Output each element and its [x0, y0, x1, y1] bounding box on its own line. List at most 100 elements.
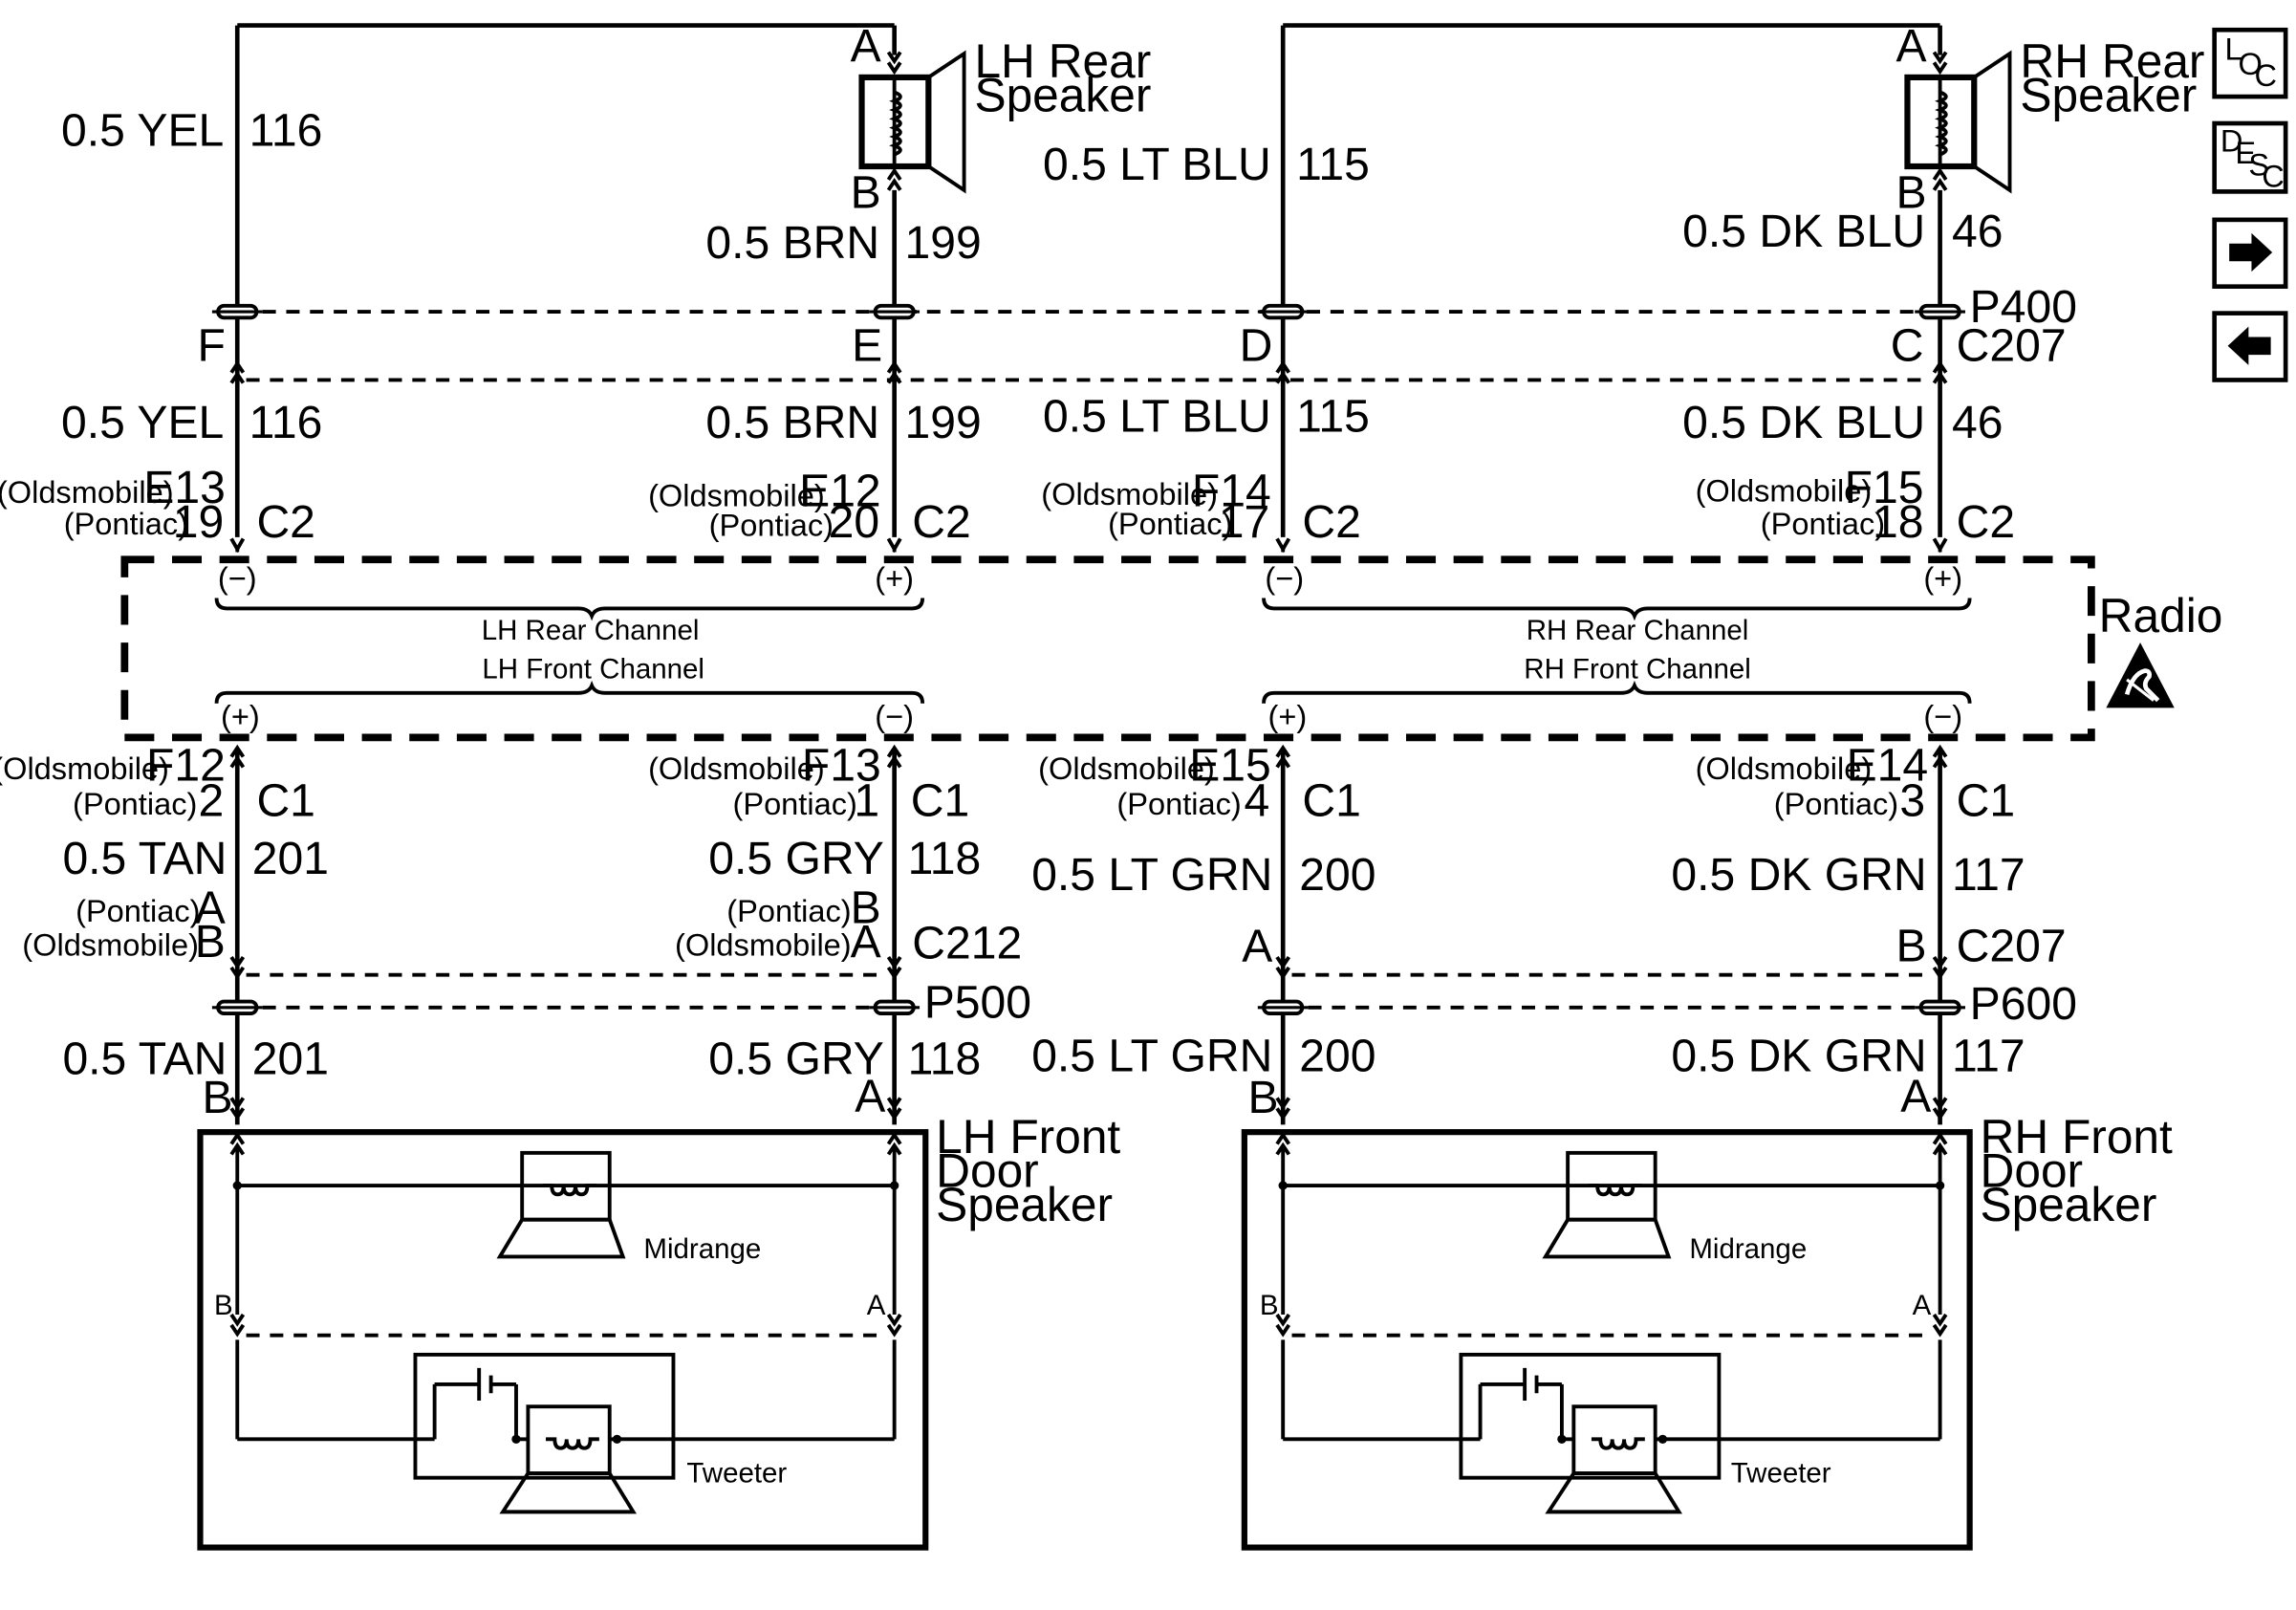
next-button[interactable]	[2212, 217, 2288, 290]
pin-variant-label: (Pontiac)	[64, 507, 188, 541]
pin-label: A	[1242, 921, 1272, 972]
pin-variant-label: (Oldsmobile)	[648, 478, 825, 512]
front-wires	[209, 746, 1967, 1125]
pin-label: B	[1260, 1290, 1279, 1321]
midrange-label: Midrange	[1689, 1233, 1807, 1265]
pin-variant-label: (Oldsmobile)	[1041, 477, 1218, 511]
pin-label: A	[1896, 20, 1927, 72]
pin-label: 19	[173, 496, 225, 548]
wire-color: 0.5 BRN	[705, 397, 879, 448]
loc-button[interactable]: L O C	[2212, 27, 2288, 99]
pin-variant-label: (Oldsmobile)	[22, 927, 199, 962]
pin-label: F14	[1192, 465, 1271, 516]
pin-label: A	[1900, 1070, 1931, 1121]
radio-title: Radio	[2099, 589, 2223, 642]
arrow-right-icon	[2229, 232, 2273, 272]
wire-color: 0.5 LT GRN	[1031, 849, 1272, 901]
polarity-label: (+)	[1923, 561, 1962, 596]
connector-id: C207	[1957, 921, 2067, 972]
circuit-number: 116	[249, 104, 323, 156]
arrow-left-icon	[2227, 326, 2271, 365]
wire-color: 0.5 DK GRN	[1671, 849, 1926, 901]
pin-variant-label: (Oldsmobile)	[0, 475, 174, 510]
pin-label: A	[867, 1290, 886, 1321]
tweeter-label: Tweeter	[686, 1457, 787, 1489]
polarity-label: (+)	[221, 700, 260, 734]
circuit-number: 115	[1296, 391, 1370, 443]
pin-variant-label: (Pontiac)	[73, 787, 197, 821]
pin-label: F15	[1845, 462, 1924, 513]
svg-text:E: E	[2235, 136, 2256, 170]
circuit-number: 201	[252, 833, 329, 884]
pin-variant-label: (Pontiac)	[1761, 507, 1885, 541]
connector-id: C1	[911, 775, 969, 827]
midrange-speaker-icon	[1542, 1150, 1672, 1259]
pin-label: E15	[1189, 739, 1271, 791]
connector-id: C1	[1302, 775, 1360, 827]
pin-label: E	[852, 319, 882, 371]
circuit-number: 117	[1952, 1031, 2025, 1082]
polarity-label: (−)	[1923, 700, 1962, 734]
connector-id: P500	[924, 977, 1031, 1029]
pin-variant-label: (Oldsmobile)	[648, 751, 825, 786]
pin-label: B	[1247, 1072, 1278, 1123]
pin-label: 18	[1873, 496, 1924, 548]
connector-id: P400	[1970, 281, 2077, 333]
pin-variant-label: (Oldsmobile)	[0, 751, 169, 786]
pin-label: A	[855, 1070, 885, 1121]
connector-id: C1	[256, 775, 314, 827]
wire-color: 0.5 TAN	[62, 833, 227, 884]
pin-label: B	[1896, 166, 1927, 218]
pin-label: A	[195, 881, 226, 933]
midrange-label: Midrange	[643, 1233, 761, 1265]
pin-variant-label: (Pontiac)	[726, 894, 851, 928]
pin-label: B	[1896, 921, 1927, 972]
connector-id: C2	[1957, 496, 2015, 548]
polarity-label: (−)	[218, 561, 257, 596]
svg-text:D: D	[2220, 123, 2243, 158]
pin-variant-label: (Oldsmobile)	[1696, 474, 1873, 509]
circuit-number: 200	[1299, 849, 1375, 901]
circuit-number: 117	[1952, 849, 2025, 901]
connector-id: C2	[1302, 496, 1360, 548]
wire-color: 0.5 LT BLU	[1043, 139, 1271, 190]
wire-color: 0.5 LT BLU	[1043, 391, 1271, 443]
svg-text:O: O	[2238, 47, 2262, 81]
desc-button[interactable]: D E S C	[2212, 120, 2288, 194]
wire-color: 0.5 YEL	[61, 397, 224, 448]
pin-label: E13	[143, 462, 226, 513]
wire-color: 0.5 DK BLU	[1682, 397, 1925, 448]
wire-color: 0.5 DK BLU	[1682, 206, 1925, 257]
pin-label: 20	[829, 496, 880, 548]
previous-button[interactable]	[2212, 311, 2288, 382]
pin-label: C	[1891, 319, 1924, 371]
svg-text:C: C	[2255, 58, 2278, 93]
polarity-label: (+)	[1267, 700, 1307, 734]
wire-color: 0.5 YEL	[61, 104, 224, 156]
connector-id: P600	[1970, 978, 2077, 1030]
channel-label: LH Front Channel	[482, 653, 704, 685]
circuit-number: 116	[249, 397, 323, 448]
tweeter-speaker-icon	[432, 1367, 638, 1514]
wire-color: 0.5 TAN	[62, 1033, 227, 1085]
pin-label: 3	[1899, 775, 1925, 827]
pin-variant-label: (Oldsmobile)	[675, 927, 852, 962]
pin-variant-label: (Oldsmobile)	[1696, 751, 1873, 786]
radio-module: (−) (+) (−) (+) LH Rear Channel RH Rear …	[120, 536, 2223, 742]
svg-text:S: S	[2248, 147, 2269, 182]
connector-id: C2	[256, 496, 314, 548]
channel-label: RH Rear Channel	[1527, 615, 1749, 646]
esd-warning-icon	[2106, 642, 2175, 708]
wire-color: 0.5 DK GRN	[1671, 1031, 1926, 1082]
pin-label: A	[1913, 1290, 1932, 1321]
pin-variant-label: (Pontiac)	[1774, 787, 1898, 821]
wire-color: 0.5 GRY	[708, 833, 884, 884]
polarity-label: (−)	[875, 700, 914, 734]
circuit-number: 200	[1299, 1031, 1375, 1082]
pin-variant-label: (Pontiac)	[1108, 507, 1232, 541]
pin-label: 2	[199, 775, 225, 827]
